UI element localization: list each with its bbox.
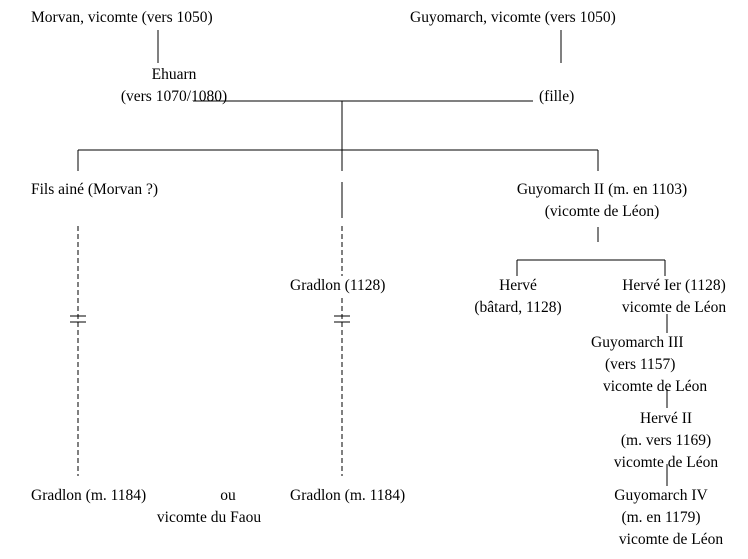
person-guyomarch-iv-date: (m. en 1179)	[621, 509, 701, 526]
person-gradlon-1184-middle-name: Gradlon (m. 1184)	[290, 487, 406, 504]
alternative-note: ou vicomte du Faou	[139, 485, 279, 529]
person-herve-batard-date: (bâtard, 1128)	[474, 299, 562, 316]
person-gradlon-1184-left-name: Gradlon (m. 1184)	[31, 487, 147, 504]
person-guyomarch-iii-name: Guyomarch III	[591, 334, 684, 351]
person-herve-ier-name: Hervé Ier (1128)	[622, 277, 726, 294]
person-gradlon-1128-name: Gradlon (1128)	[290, 277, 386, 294]
person-ehuarn: Ehuarn (vers 1070/1080)	[104, 64, 244, 108]
person-herve-ier-title: vicomte de Léon	[621, 299, 727, 316]
person-guyomarch-iv-name: Guyomarch IV	[614, 487, 708, 504]
person-fille-name: (fille)	[539, 88, 575, 105]
person-guyomarch-ii: Guyomarch II (m. en 1103) (vicomte de Lé…	[492, 179, 712, 223]
person-ehuarn-name: Ehuarn	[151, 66, 197, 83]
person-gradlon-1128: Gradlon (1128)	[290, 275, 385, 297]
person-guyomarch-name: Guyomarch, vicomte (vers 1050)	[410, 9, 616, 26]
person-herve-ii-title: vicomte de Léon	[613, 454, 719, 471]
person-guyomarch-ii-name: Guyomarch II (m. en 1103)	[516, 181, 688, 198]
person-herve-batard-name: Hervé	[499, 277, 537, 294]
person-guyomarch-iii-title: vicomte de Léon	[603, 378, 708, 395]
person-guyomarch-iv: Guyomarch IV (m. en 1179) vicomte de Léo…	[586, 485, 736, 551]
alternative-ou: ou	[220, 487, 236, 504]
person-ehuarn-date: (vers 1070/1080)	[120, 88, 228, 105]
alternative-vicomte-du-faou: vicomte du Faou	[156, 509, 262, 526]
person-gradlon-1184-left: Gradlon (m. 1184)	[31, 485, 146, 507]
person-herve-batard: Hervé (bâtard, 1128)	[462, 275, 574, 319]
person-fils-aine-name: Fils ainé (Morvan ?)	[31, 181, 158, 198]
person-guyomarch-ii-title: (vicomte de Léon)	[544, 203, 660, 220]
person-herve-ier: Hervé Ier (1128) vicomte de Léon	[604, 275, 744, 319]
person-herve-ii: Hervé II (m. vers 1169) vicomte de Léon	[596, 408, 736, 474]
person-morvan-name: Morvan, vicomte (vers 1050)	[31, 9, 213, 26]
person-guyomarch-iv-title: vicomte de Léon	[618, 531, 724, 548]
person-gradlon-1184-middle: Gradlon (m. 1184)	[290, 485, 405, 507]
person-fils-aine: Fils ainé (Morvan ?)	[31, 179, 158, 201]
person-morvan: Morvan, vicomte (vers 1050)	[31, 7, 213, 29]
person-herve-ii-date: (m. vers 1169)	[620, 432, 712, 449]
person-fille: (fille)	[539, 86, 574, 108]
person-guyomarch: Guyomarch, vicomte (vers 1050)	[410, 7, 616, 29]
person-guyomarch-iii-date: (vers 1157)	[605, 356, 676, 373]
person-guyomarch-iii: Guyomarch III (vers 1157) vicomte de Léo…	[591, 332, 707, 398]
person-herve-ii-name: Hervé II	[639, 410, 693, 427]
